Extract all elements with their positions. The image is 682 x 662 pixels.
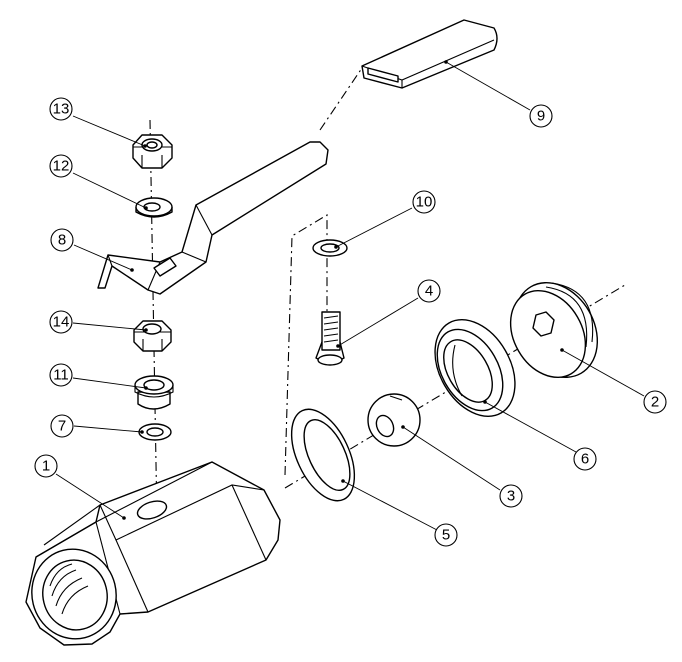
svg-text:8: 8 — [58, 232, 66, 249]
callout-3: 3 — [499, 484, 523, 508]
svg-text:2: 2 — [651, 394, 659, 411]
handle — [97, 141, 329, 295]
callout-9: 9 — [529, 104, 553, 128]
callout-13: 13 — [49, 97, 73, 121]
svg-text:10: 10 — [416, 194, 433, 211]
svg-text:5: 5 — [442, 527, 450, 544]
hex-socket-icon — [532, 311, 555, 337]
svg-text:6: 6 — [581, 451, 589, 468]
top-nut — [132, 134, 173, 169]
body-port-inner — [42, 559, 108, 631]
svg-text:9: 9 — [537, 108, 545, 125]
seat-left — [290, 408, 356, 502]
washer-lower — [138, 423, 172, 441]
svg-text:14: 14 — [53, 314, 70, 331]
callout-10: 10 — [412, 190, 436, 214]
washer-upper — [135, 197, 173, 218]
svg-text:1: 1 — [42, 458, 50, 475]
stem-insert-path — [284, 214, 328, 476]
callout-8: 8 — [50, 228, 74, 252]
svg-text:4: 4 — [425, 283, 433, 300]
stem — [315, 311, 345, 366]
body-stem-bore — [136, 500, 168, 520]
grip-insert-path — [319, 67, 363, 131]
callout-6: 6 — [573, 447, 597, 471]
leader-lines — [55, 60, 645, 531]
stem-nut — [133, 320, 172, 352]
callout-1: 1 — [34, 454, 58, 478]
end-cap — [509, 282, 599, 379]
ball — [367, 393, 421, 447]
callout-4: 4 — [417, 279, 441, 303]
callout-5: 5 — [434, 523, 458, 547]
svg-text:7: 7 — [58, 418, 66, 435]
callout-2: 2 — [643, 390, 667, 414]
svg-text:13: 13 — [53, 101, 70, 118]
seat-right — [434, 318, 516, 418]
callout-11: 11 — [49, 363, 73, 387]
stem-washer — [312, 239, 348, 257]
callout-7: 7 — [50, 414, 74, 438]
packing-gland — [134, 375, 174, 410]
handle-grip — [361, 19, 498, 89]
valve-body — [25, 461, 281, 646]
callout-12: 12 — [49, 154, 73, 178]
svg-text:12: 12 — [53, 158, 70, 175]
svg-text:3: 3 — [507, 488, 515, 505]
callout-14: 14 — [49, 310, 73, 334]
svg-text:11: 11 — [53, 367, 69, 384]
